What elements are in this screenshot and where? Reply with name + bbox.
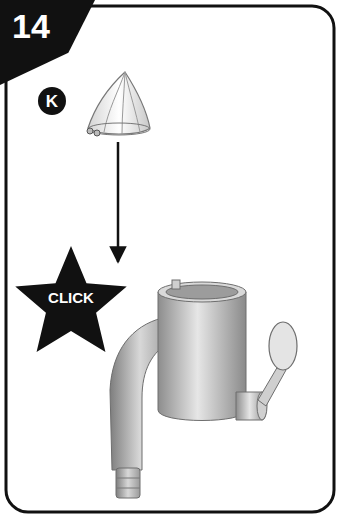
- insert-arrow: [117, 142, 120, 262]
- action-word: CLICK: [48, 290, 94, 305]
- star-fill: [15, 246, 126, 352]
- step-number-badge: 14: [0, 0, 95, 85]
- juicer-cone: [87, 72, 150, 136]
- circle-fill: [38, 87, 66, 115]
- step-frame: [6, 6, 334, 512]
- step-number: 14: [12, 9, 50, 43]
- badge-fill: [0, 0, 95, 85]
- juicer-body: [110, 280, 297, 498]
- part-letter: K: [46, 93, 58, 110]
- part-letter-circle: K: [38, 87, 66, 115]
- click-star: CLICK: [14, 244, 128, 354]
